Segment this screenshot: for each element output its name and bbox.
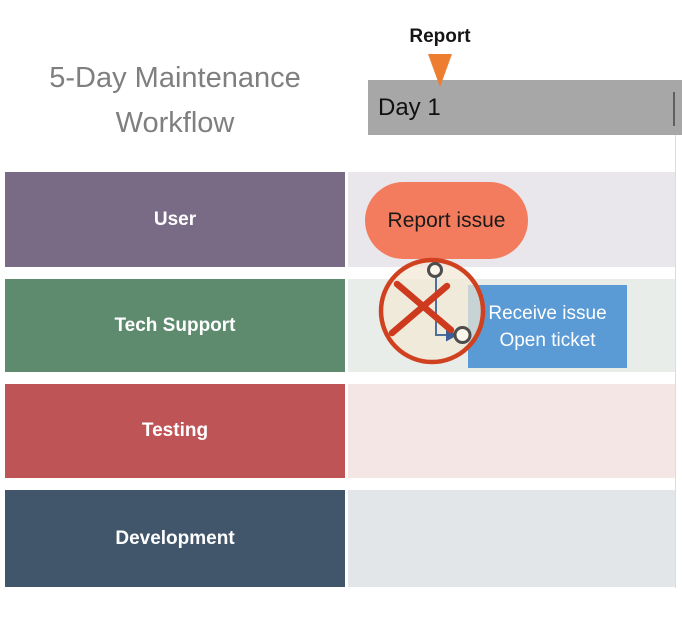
- report-issue-bubble: Report issue: [365, 182, 528, 259]
- report-marker-label: Report: [409, 26, 471, 47]
- lane-row-development: Development: [0, 490, 682, 587]
- day1-header-bar: Day 1: [368, 80, 682, 135]
- diagram-title-line1: 5-Day Maintenance: [49, 62, 301, 94]
- receive-open-line1: Receive issue: [488, 302, 607, 324]
- lane-header-tech-support: Tech Support: [5, 279, 345, 372]
- lane-header-development: Development: [5, 490, 345, 587]
- lane-row-user: User: [0, 172, 682, 267]
- report-issue-label: Report issue: [387, 208, 506, 232]
- day-header-edge-tick: [673, 92, 675, 126]
- lane-header-user: User: [5, 172, 345, 267]
- lane-header-testing: Testing: [5, 384, 345, 478]
- day1-header-label: Day 1: [378, 94, 441, 121]
- diagram-title: 5-Day Maintenance Workflow: [8, 56, 342, 146]
- lane-track-development: [348, 490, 675, 587]
- day-column-divider: [675, 135, 676, 588]
- lane-label-development: Development: [115, 527, 235, 549]
- lane-label-user: User: [153, 208, 197, 230]
- lane-label-tech-support: Tech Support: [114, 314, 236, 336]
- receive-open-ticket-box: Receive issue Open ticket: [468, 285, 627, 368]
- lane-track-testing: [348, 384, 675, 478]
- receive-open-line2: Open ticket: [499, 329, 596, 351]
- lane-label-testing: Testing: [141, 420, 209, 441]
- diagram-title-line2: Workflow: [115, 107, 235, 139]
- lane-row-testing: Testing: [0, 384, 682, 478]
